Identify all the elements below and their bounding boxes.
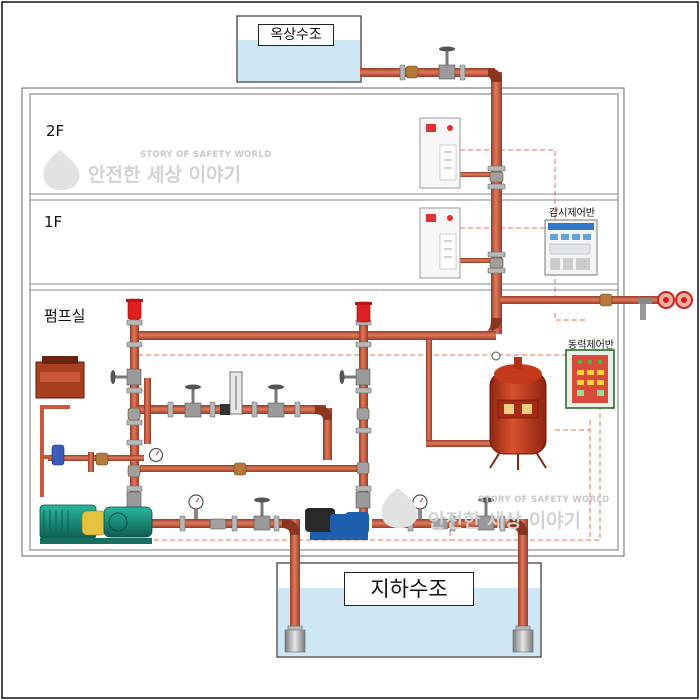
main-fire-pump <box>39 504 153 544</box>
power-panel-label: 동력제어반 <box>568 340 614 351</box>
monitoring-control-panel <box>544 219 598 276</box>
gate-valves <box>110 46 495 531</box>
watermark-korean-bottom: 안전한 세상 이야기 <box>428 510 582 532</box>
underground-tank-label: 지하수조 <box>344 572 474 606</box>
hose-cabinet-2f <box>419 117 461 189</box>
alarm-valves <box>126 298 372 323</box>
fire-department-connection <box>638 291 693 320</box>
pressure-tank <box>489 357 547 470</box>
floor-label-pump-room: 펌프실 <box>44 307 86 325</box>
monitoring-panel-label: 감시제어반 <box>549 208 595 219</box>
pipe-flanges <box>126 64 531 633</box>
roof-water-tank <box>236 15 362 83</box>
watermark-english-top: STORY OF SAFETY WORLD <box>140 150 272 160</box>
watermark-korean-top: 안전한 세상 이야기 <box>88 164 242 186</box>
priming-water-tank <box>35 356 85 399</box>
pressure-gauges <box>148 351 501 519</box>
floor-label-1f: 1F <box>44 213 63 231</box>
check-valves <box>95 65 613 530</box>
watermark-english-bottom: STORY OF SAFETY WORLD <box>478 495 610 505</box>
hose-cabinet-1f <box>419 207 461 279</box>
flow-meter <box>220 371 243 415</box>
auxiliary-pump <box>305 508 369 540</box>
power-control-panel <box>565 349 615 409</box>
watermark-logo <box>43 150 418 529</box>
jockey-pump-small <box>51 444 65 466</box>
foot-valves <box>284 629 534 653</box>
roof-tank-label: 옥상수조 <box>258 24 334 46</box>
floor-label-2f: 2F <box>46 122 65 140</box>
